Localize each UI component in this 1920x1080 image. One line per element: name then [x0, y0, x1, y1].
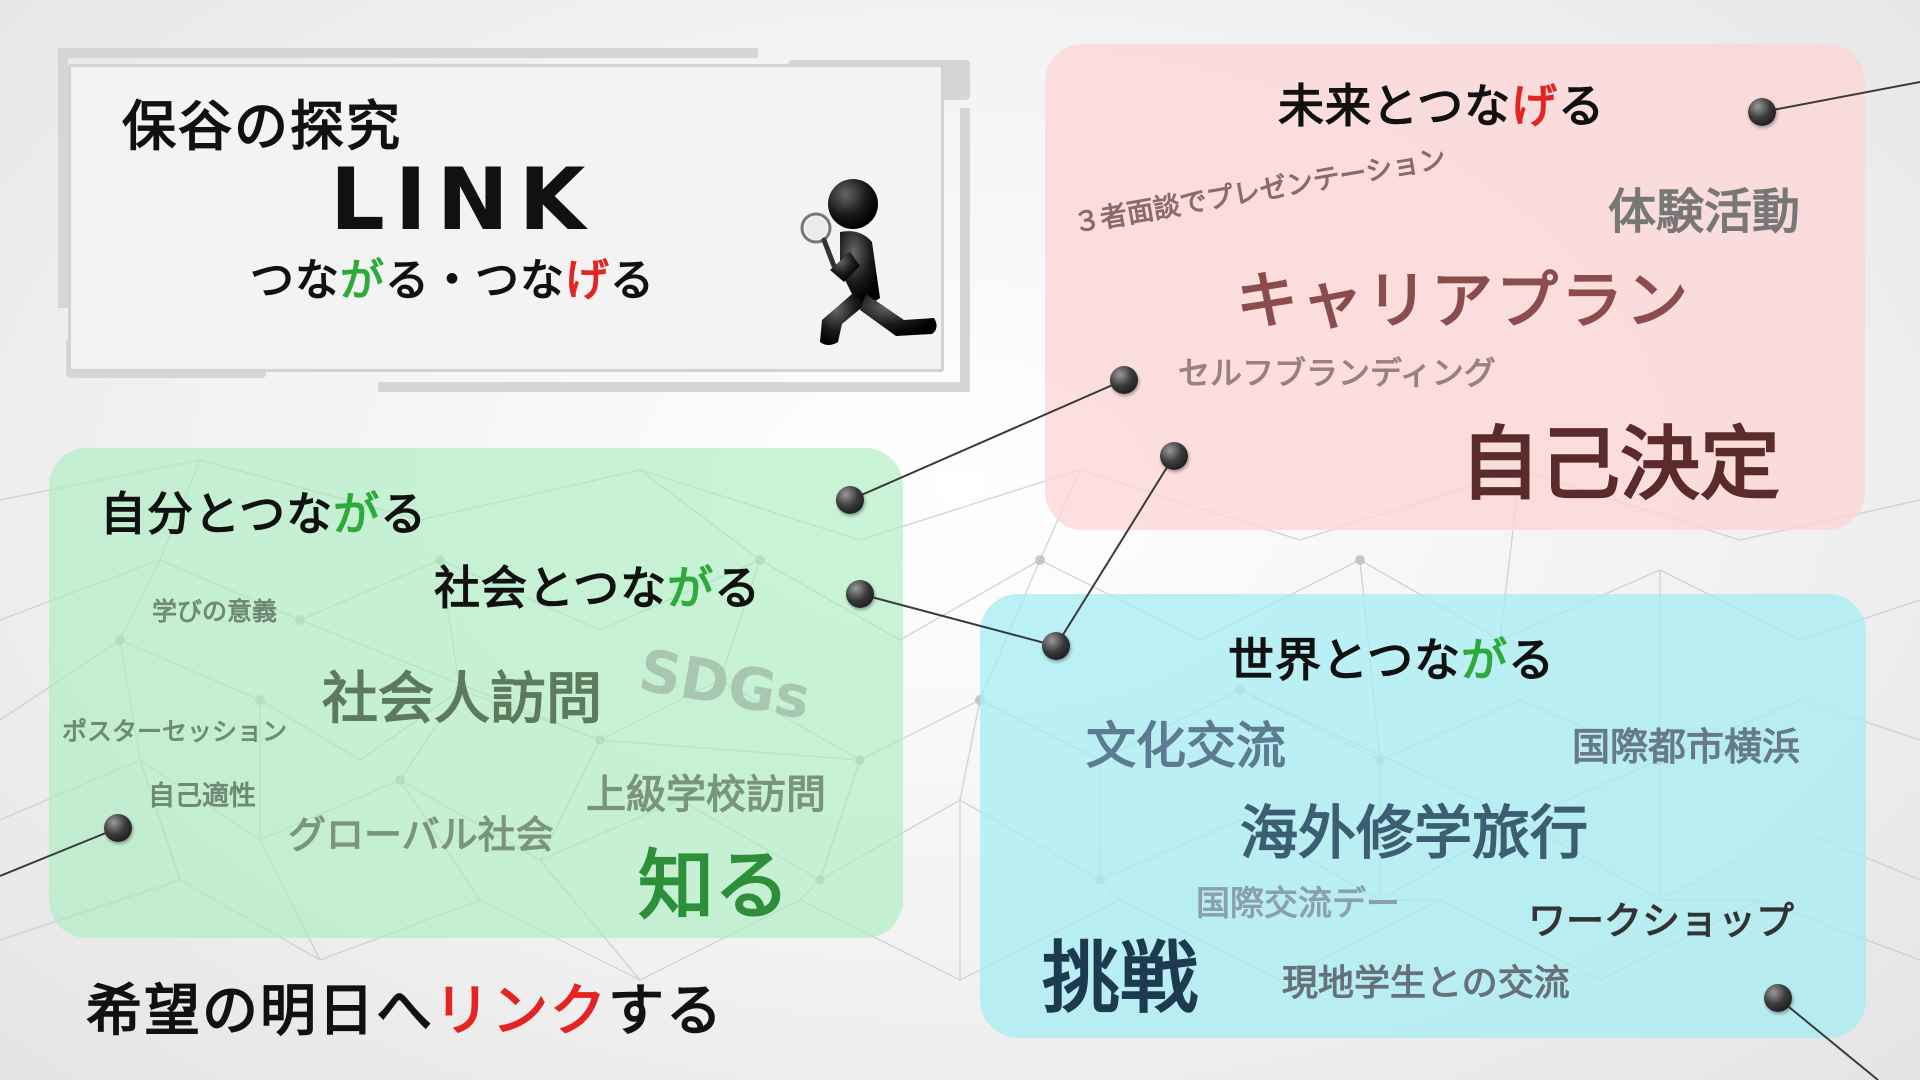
sekai-panel [980, 594, 1866, 1038]
tagline: 希望の明日へリンクする [86, 966, 724, 1047]
shakai-keyword: グローバル社会 [288, 813, 554, 857]
sekai-keyword: 国際交流デー [1196, 884, 1400, 924]
mirai-keyword: 自己決定 [1460, 418, 1780, 511]
subtitle-part: つな [250, 255, 340, 306]
title-link: LINK [330, 150, 596, 250]
network-node-icon [1160, 442, 1188, 470]
heading-highlight-green: が [667, 561, 715, 615]
network-node-icon [846, 580, 874, 608]
heading-part: る [1558, 79, 1606, 133]
network-node-icon [1764, 984, 1792, 1012]
shakai-keyword: 自己適性 [148, 781, 256, 812]
sekai-keyword: ワークショップ [1528, 899, 1795, 943]
heading-part: る [714, 561, 762, 615]
network-node-icon [1748, 98, 1776, 126]
network-node-icon [1110, 366, 1138, 394]
sekai-heading: 世界とつながる [1228, 624, 1555, 690]
heading-highlight-green: が [333, 487, 381, 541]
mirai-keyword: キャリアプラン [1236, 264, 1692, 337]
frame-bar-left [58, 48, 68, 308]
heading-part: 世界とつな [1228, 633, 1462, 687]
sekai-keyword: 国際都市横浜 [1572, 725, 1801, 769]
frame-bar-bottom [378, 382, 970, 392]
subtitle-part: る [610, 255, 655, 306]
network-node-icon [836, 486, 864, 514]
shakai-panel [49, 448, 903, 938]
heading-part: 未来とつな [1278, 79, 1512, 133]
sekai-keyword: 挑戦 [1042, 934, 1199, 1024]
heading-part: 社会とつな [434, 561, 668, 615]
person-with-magnifier-icon [800, 179, 937, 345]
mirai-keyword: セルフブランディング [1178, 354, 1496, 392]
frame-bar-right [960, 108, 970, 392]
subtitle-highlight-red: げ [565, 255, 610, 306]
sekai-keyword: 海外修学旅行 [1240, 799, 1589, 867]
heading-part: 自分とつな [100, 487, 334, 541]
mirai-heading: 未来とつなげる [1278, 70, 1605, 136]
tagline-part: する [608, 979, 724, 1044]
sekai-keyword: 現地学生との交流 [1282, 963, 1570, 1004]
subtitle-highlight-green: が [340, 255, 385, 306]
shakai-keyword: 社会人訪問 [322, 667, 602, 732]
network-node-icon [104, 814, 132, 842]
tagline-highlight-red: リンク [434, 979, 608, 1044]
shakai-heading: 社会とつながる [434, 552, 761, 618]
jibun-heading: 自分とつながる [100, 478, 427, 544]
heading-highlight-red: げ [1511, 79, 1559, 133]
heading-part: る [380, 487, 428, 541]
title-card [68, 64, 944, 372]
network-node-icon [1042, 632, 1070, 660]
shakai-keyword: 学びの意義 [152, 597, 278, 626]
subtitle-part: る・つな [385, 255, 565, 306]
tagline-part: 希望の明日へ [86, 979, 434, 1044]
frame-bar-top [58, 48, 758, 58]
shakai-keyword: 上級学校訪問 [586, 772, 826, 818]
sekai-keyword: 文化交流 [1086, 717, 1286, 775]
heading-part: る [1508, 633, 1556, 687]
shakai-keyword: ポスターセッション [62, 717, 288, 746]
title-school: 保谷の探究 [122, 95, 402, 158]
heading-highlight-green: が [1461, 633, 1509, 687]
shakai-keyword: 知る [638, 841, 790, 930]
mirai-keyword: 体験活動 [1608, 184, 1801, 240]
title-subtitle: つながる・つなげる [250, 244, 655, 308]
